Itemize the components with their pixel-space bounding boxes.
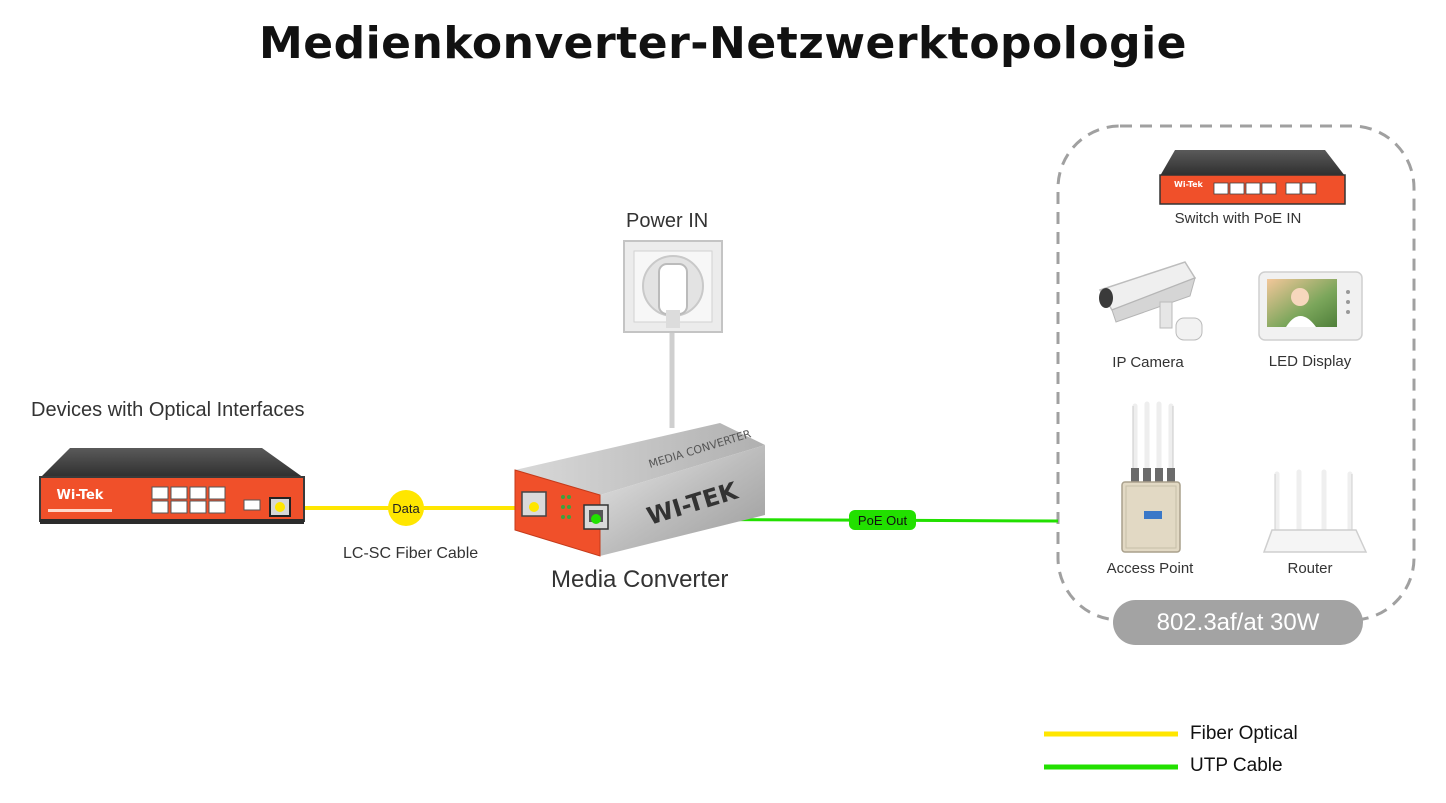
led-display-device [1258,271,1363,341]
ip-camera-label: IP Camera [1112,354,1184,371]
media-converter-device: MEDIA CONVERTER WI-TEK [514,423,765,557]
access-point-device [1121,401,1181,553]
ip-camera-device [1098,261,1203,341]
optical-switch-ports [151,486,261,514]
fiber-cable-label: LC-SC Fiber Cable [343,545,479,562]
router-label: Router [1287,560,1333,577]
router-device [1262,469,1368,553]
poe-devices-group-border [1056,124,1416,622]
led-display-label: LED Display [1268,353,1352,370]
data-badge: Data [388,490,424,526]
optical-switch-device: Wi-Tek [39,448,305,524]
page-title: Medienkonverter-Netzwerktopologie [258,18,1188,69]
power-in-label: Power IN [626,210,709,232]
poe-out-badge: PoE Out [849,510,916,530]
switch-poe-label: Switch with PoE IN [1174,210,1302,227]
legend-utp-label: UTP Cable [1190,755,1283,776]
access-point-label: Access Point [1106,560,1194,577]
power-outlet-device [623,240,723,333]
svg-text:Wi-Tek: Wi-Tek [1174,180,1204,189]
poe-switch-device: Wi-Tek [1159,150,1346,205]
optical-switch-brand: Wi-Tek [57,488,104,503]
media-converter-label: Media Converter [551,566,729,593]
devices-optical-label: Devices with Optical Interfaces [31,399,305,421]
legend-fiber-label: Fiber Optical [1190,723,1298,744]
poe-standard-badge: 802.3af/at 30W [1113,600,1363,645]
